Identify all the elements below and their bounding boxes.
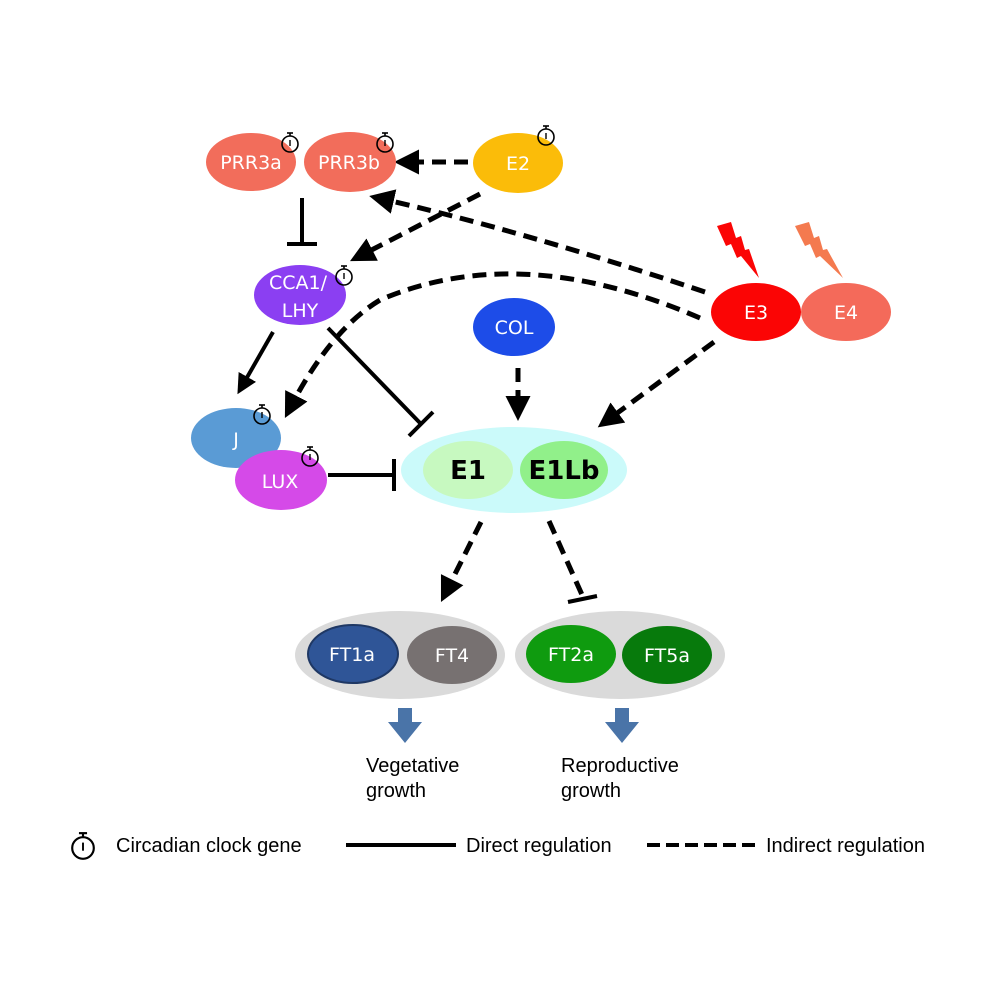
vegetative-label-line1: Vegetative bbox=[366, 755, 459, 777]
node-e1-label: E1 bbox=[450, 456, 486, 486]
edge-e3-to-prr3b bbox=[369, 189, 706, 295]
node-prr3a-label: PRR3a bbox=[220, 152, 282, 174]
edge-cca1-repress-e1-bar bbox=[407, 410, 435, 438]
node-e4: E4 bbox=[795, 222, 891, 341]
outcome-arrow-reproductive bbox=[605, 708, 639, 743]
node-cca1-label-line1: CCA1/ bbox=[269, 272, 328, 294]
outcome-arrow-vegetative bbox=[388, 708, 422, 743]
lightning-icon-e4 bbox=[795, 222, 843, 278]
node-e2: E2 bbox=[473, 125, 563, 193]
node-prr3b-label: PRR3b bbox=[318, 152, 380, 174]
legend-direct-label: Direct regulation bbox=[466, 835, 612, 857]
node-ft1a-shape bbox=[307, 624, 399, 684]
node-e4-shape bbox=[801, 283, 891, 341]
node-ft5a-shape bbox=[622, 626, 712, 684]
legend-clock-label: Circadian clock gene bbox=[116, 835, 302, 857]
node-col-label: COL bbox=[495, 317, 534, 339]
lightning-icon-e3 bbox=[717, 222, 759, 278]
edge-e1-to-ft1a bbox=[440, 520, 484, 603]
node-ft2a-label: FT2a bbox=[548, 644, 594, 666]
node-e3-label: E3 bbox=[744, 302, 768, 324]
node-ft1a-label: FT1a bbox=[329, 644, 375, 666]
node-ft4-shape bbox=[407, 626, 497, 684]
node-e1-shape bbox=[423, 441, 513, 499]
node-e1lb-shape bbox=[520, 441, 608, 499]
node-lux: LUX bbox=[235, 446, 327, 510]
node-lux-shape bbox=[235, 450, 327, 510]
node-prr3b: PRR3b bbox=[304, 132, 396, 192]
edge-cca1-to-j bbox=[237, 331, 275, 395]
reproductive-label-line1: Reproductive bbox=[561, 755, 679, 777]
edge-cca1-repress-e1 bbox=[326, 326, 423, 426]
node-cca1-lhy: CCA1/ LHY bbox=[254, 265, 353, 325]
edge-e1-repress-ft2a-bar bbox=[567, 594, 598, 604]
reproductive-label-line2: growth bbox=[561, 780, 621, 802]
node-prr3a: PRR3a bbox=[206, 132, 299, 191]
legend: Circadian clock gene Direct regulation I… bbox=[71, 832, 925, 860]
node-ft4-label: FT4 bbox=[435, 645, 469, 667]
legend-indirect-label: Indirect regulation bbox=[766, 835, 925, 857]
node-col: COL bbox=[473, 298, 555, 356]
node-e4-label: E4 bbox=[834, 302, 858, 324]
node-prr3a-shape bbox=[206, 133, 296, 191]
node-e3: E3 bbox=[711, 222, 801, 341]
node-cca1-shape bbox=[254, 265, 346, 325]
node-e3-shape bbox=[711, 283, 801, 341]
edge-e1-repress-ft2a bbox=[546, 519, 586, 599]
edge-e3-to-e1 bbox=[597, 339, 716, 428]
node-e1lb-label: E1Lb bbox=[528, 456, 599, 486]
edges bbox=[237, 149, 716, 604]
ft-group-reproductive: FT2a FT5a bbox=[515, 611, 725, 699]
legend-clock-icon bbox=[71, 832, 95, 860]
node-j: J bbox=[191, 404, 281, 468]
vegetative-label-line2: growth bbox=[366, 780, 426, 802]
node-col-shape bbox=[473, 298, 555, 356]
ft-group-vegetative: FT1a FT4 bbox=[295, 611, 505, 699]
clock-icon bbox=[335, 265, 353, 286]
node-prr3b-shape bbox=[304, 132, 396, 192]
node-lux-label: LUX bbox=[262, 471, 299, 493]
node-e2-label: E2 bbox=[506, 153, 530, 175]
node-cca1-label-line2: LHY bbox=[282, 300, 319, 322]
node-j-label: J bbox=[232, 429, 239, 451]
edge-e2-to-cca1 bbox=[350, 191, 482, 262]
edge-e3-to-j bbox=[284, 271, 701, 419]
node-ft2a-shape bbox=[526, 625, 616, 683]
node-e1-group: E1 E1Lb bbox=[401, 427, 627, 513]
node-ft5a-label: FT5a bbox=[644, 645, 690, 667]
node-e2-shape bbox=[473, 133, 563, 193]
